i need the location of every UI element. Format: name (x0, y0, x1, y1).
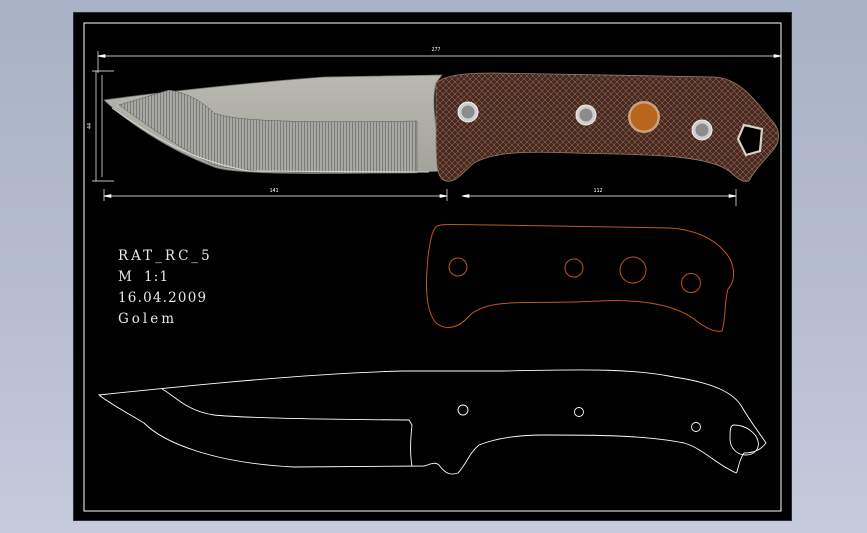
handle-hole-1 (448, 257, 468, 277)
handle-outline (426, 224, 734, 332)
drawing-title: RAT_RC_5 (118, 248, 213, 264)
handle-hole-4 (681, 273, 701, 293)
drawing-author: Golem (118, 311, 178, 327)
drawing-viewport[interactable]: 277 141 112 44 RAT_RC_5 M 1:1 16.04.2009… (74, 13, 791, 520)
handle-hole-3 (619, 256, 647, 284)
handle-rendered (435, 72, 779, 182)
handle-scale-contour (426, 224, 734, 332)
drawing-frame (83, 22, 782, 512)
pin-1 (457, 101, 479, 123)
blank-hole-1 (457, 404, 469, 416)
blank-hole-3 (691, 422, 701, 432)
pin-bronze (628, 101, 660, 133)
lanyard-hole-rendered (736, 123, 764, 157)
blank-outline (97, 369, 767, 475)
dim-blade-length: 141 (269, 188, 278, 194)
grind-line (161, 388, 413, 467)
dim-handle-length: 112 (593, 188, 602, 194)
pin-3 (691, 119, 713, 141)
dim-overall-length: 277 (431, 47, 440, 53)
blank-contour (97, 369, 767, 475)
pin-2 (575, 104, 597, 126)
handle-hole-2 (564, 258, 584, 278)
dim-height: 44 (87, 123, 93, 129)
rendered-knife (103, 72, 779, 182)
blank-hole-2 (574, 407, 584, 417)
blank-lanyard-hole (729, 424, 759, 456)
title-block: RAT_RC_5 M 1:1 16.04.2009 Golem (118, 246, 213, 330)
blade-grind (118, 89, 418, 174)
drawing-date: 16.04.2009 (118, 290, 208, 306)
dimensions (92, 51, 782, 206)
knife-drawing: 277 141 112 44 (83, 22, 782, 512)
drawing-scale: M 1:1 (118, 269, 170, 285)
